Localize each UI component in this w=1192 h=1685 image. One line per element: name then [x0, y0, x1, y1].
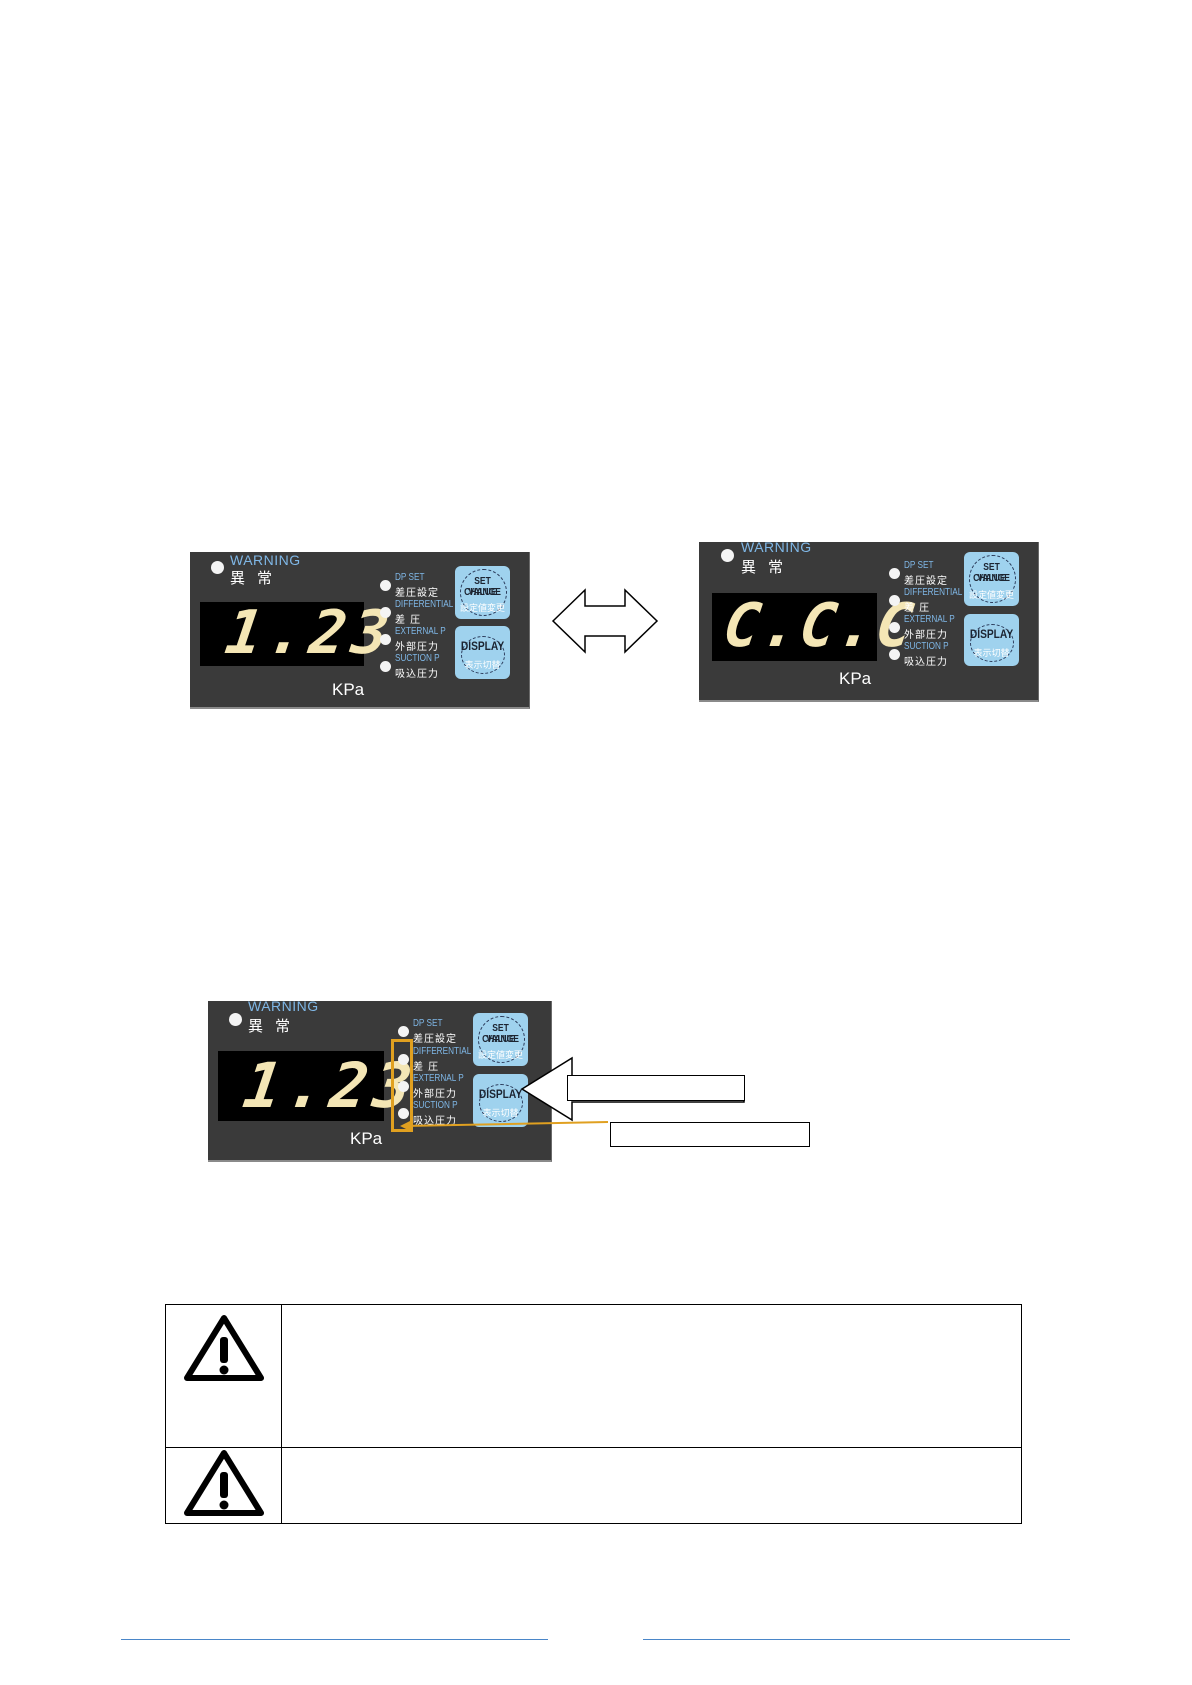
- warning-icon-cell: [165, 1447, 282, 1524]
- warning-triangle-icon: [183, 1450, 264, 1516]
- unit-label: KPa: [350, 1129, 383, 1148]
- warning-led: [721, 549, 734, 562]
- mode-led-differential: [889, 595, 900, 606]
- mode-label-differential-jp: 差 圧: [413, 1062, 440, 1073]
- control-panel-2: WARNING 異常 C.C.C KPa DP SET 差圧設定 DIFFERE…: [699, 542, 1039, 702]
- mode-label-differential-jp: 差 圧: [904, 603, 931, 614]
- mode-label-suction: SUCTION P: [395, 653, 440, 664]
- mode-led-differential: [398, 1054, 409, 1065]
- warning-led: [229, 1013, 242, 1026]
- set-value-change-button[interactable]: SET VALUE CHANGE 設定値変更: [964, 552, 1019, 606]
- mode-label-differential: DIFFERENTIAL P: [413, 1046, 479, 1057]
- warning-icon-cell: [165, 1304, 282, 1448]
- control-panel-3: WARNING 異常 1.23 KPa DP SET 差圧設定 DIFFEREN…: [208, 1001, 552, 1162]
- display-button[interactable]: DISPLAY 表示切替: [473, 1074, 528, 1127]
- warning-label-jp: 異常: [248, 1017, 303, 1035]
- callout-box-1: [567, 1075, 745, 1101]
- warning-triangle-icon: [183, 1315, 264, 1381]
- mode-label-differential: DIFFERENTIAL P: [395, 599, 461, 610]
- mode-label-external-jp: 外部圧力: [904, 630, 948, 641]
- mode-label-dp-set: DP SET: [904, 560, 934, 571]
- mode-led-dp-set: [398, 1026, 409, 1037]
- mode-led-differential: [380, 607, 391, 618]
- mode-label-suction: SUCTION P: [904, 641, 949, 652]
- leader-line: [400, 1120, 609, 1132]
- mode-label-external: EXTERNAL P: [395, 626, 446, 637]
- unit-label: KPa: [839, 669, 872, 688]
- warnings-table: [165, 1304, 1022, 1524]
- mode-led-dp-set: [889, 568, 900, 579]
- mode-led-external: [889, 622, 900, 633]
- display-screen: C.C.C: [712, 591, 920, 661]
- display-screen: 1.23: [218, 1049, 422, 1122]
- display-button[interactable]: DISPLAY 表示切替: [964, 614, 1019, 666]
- mode-label-differential: DIFFERENTIAL P: [904, 587, 970, 598]
- footer-rule-right: [643, 1639, 1070, 1640]
- set-value-change-button[interactable]: SET VALUE CHANGE 設定値変更: [455, 566, 510, 619]
- double-arrow-icon: [551, 588, 659, 654]
- unit-label: KPa: [332, 680, 365, 699]
- warning-row: [165, 1447, 1022, 1524]
- mode-label-differential-jp: 差 圧: [395, 615, 422, 626]
- warning-row: [165, 1304, 1022, 1448]
- mode-label-dp-set-jp: 差圧設定: [904, 576, 948, 587]
- warning-text-cell: [281, 1304, 1022, 1448]
- mode-label-dp-set-jp: 差圧設定: [413, 1034, 457, 1045]
- mode-label-suction-jp: 吸込圧力: [413, 1116, 457, 1127]
- display-screen: 1.23: [200, 598, 399, 668]
- mode-led-suction: [380, 661, 391, 672]
- mode-label-external: EXTERNAL P: [904, 614, 955, 625]
- mode-label-external-jp: 外部圧力: [413, 1089, 457, 1100]
- warning-label: WARNING: [741, 542, 812, 555]
- warning-label-jp: 異常: [230, 569, 285, 587]
- footer-rule-left: [121, 1639, 548, 1640]
- led-highlight-frame: [391, 1039, 413, 1132]
- mode-label-dp-set: DP SET: [413, 1018, 443, 1029]
- mode-led-suction: [889, 649, 900, 660]
- mode-led-external: [380, 634, 391, 645]
- mode-label-dp-set-jp: 差圧設定: [395, 588, 439, 599]
- warning-label: WARNING: [230, 552, 301, 568]
- mode-label-suction-jp: 吸込圧力: [904, 657, 948, 668]
- set-value-change-button[interactable]: SET VALUE CHANGE 設定値変更: [473, 1013, 528, 1066]
- mode-label-suction: SUCTION P: [413, 1100, 458, 1111]
- mode-label-external-jp: 外部圧力: [395, 642, 439, 653]
- mode-label-dp-set: DP SET: [395, 572, 425, 583]
- mode-led-suction: [398, 1108, 409, 1119]
- mode-label-suction-jp: 吸込圧力: [395, 669, 439, 680]
- display-value: 1.23: [221, 598, 400, 668]
- warning-led: [211, 561, 224, 574]
- control-panel-1: WARNING 異常 1.23 KPa DP SET 差圧設定 DIFFEREN…: [190, 552, 530, 709]
- warning-label: WARNING: [248, 1001, 319, 1014]
- warning-text-cell: [281, 1447, 1022, 1524]
- mode-led-external: [398, 1081, 409, 1092]
- mode-label-external: EXTERNAL P: [413, 1073, 464, 1084]
- display-button[interactable]: DISPLAY 表示切替: [455, 626, 510, 679]
- mode-led-dp-set: [380, 580, 391, 591]
- callout-box-2: [610, 1122, 810, 1147]
- warning-label-jp: 異常: [741, 558, 796, 576]
